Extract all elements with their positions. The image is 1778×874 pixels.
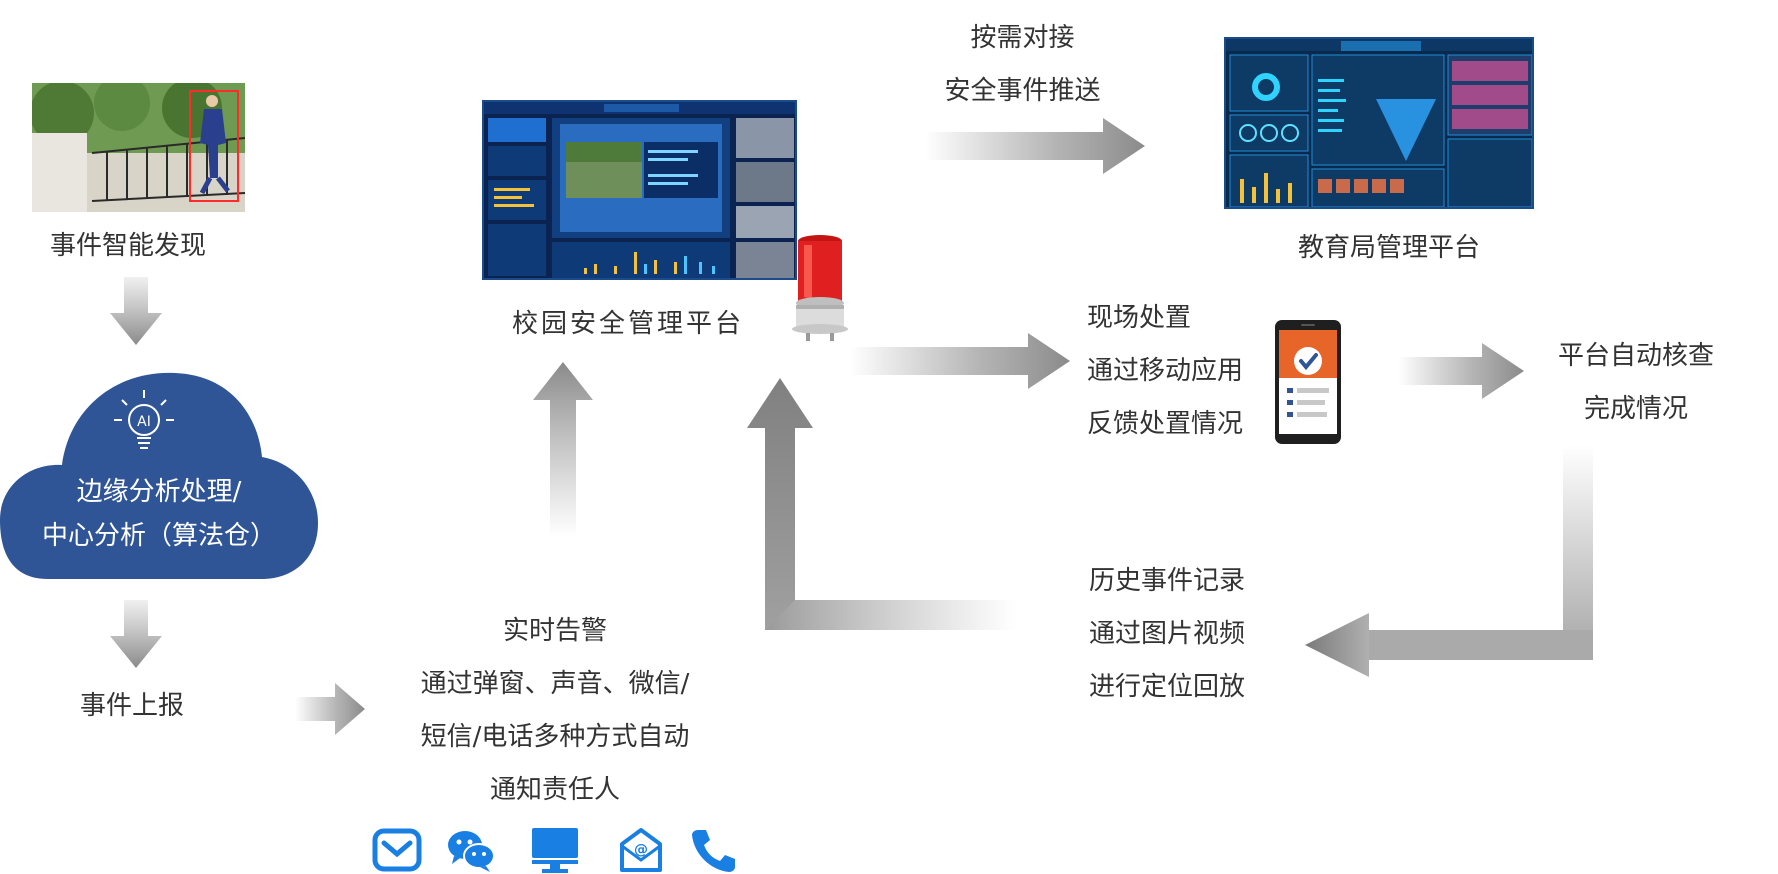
event-discovery-photo	[32, 83, 245, 212]
arrow-push-to-edu	[925, 118, 1145, 174]
arrow-onsite-to-check	[1398, 343, 1524, 399]
event-report-label: 事件上报	[80, 691, 185, 721]
svg-text:@: @	[634, 842, 648, 858]
arrow-alarm-to-platform	[533, 362, 593, 537]
edge-analysis-cloud	[0, 372, 318, 579]
wechat-icon	[448, 831, 495, 872]
svg-text:AI: AI	[137, 414, 151, 430]
arrow-report-to-alarm	[295, 683, 365, 735]
edu-platform-label: 教育局管理平台	[1298, 233, 1481, 263]
edu-platform-screen	[1224, 37, 1534, 209]
arrow-platform-to-onsite	[850, 333, 1070, 389]
phone-icon	[692, 830, 735, 872]
auto-check-text: 平台自动核查 完成情况	[1557, 341, 1714, 424]
history-record-text: 历史事件记录 通过图片视频 进行定位回放	[1089, 566, 1246, 702]
arrow-down-1	[110, 277, 162, 345]
arrow-down-2	[110, 600, 162, 668]
campus-platform-label: 校园安全管理平台	[512, 309, 745, 339]
ai-bulb-icon: AI	[114, 390, 174, 449]
mobile-app-icon	[1275, 320, 1341, 444]
realtime-alarm-text: 实时告警 通过弹窗、声音、微信/ 短信/电话多种方式自动 通知责任人	[420, 616, 690, 805]
siren-icon	[792, 235, 848, 341]
onsite-handling-text: 现场处置 通过移动应用 反馈处置情况	[1087, 303, 1244, 439]
event-discovery-label: 事件智能发现	[50, 231, 207, 261]
edge-analysis-text: 边缘分析处理/ 中心分析（算法仓）	[41, 477, 276, 551]
arrow-history-to-platform	[747, 378, 1015, 630]
envelope-at-icon: @	[620, 828, 662, 872]
on-demand-push-text: 按需对接 安全事件推送	[944, 23, 1101, 106]
campus-platform-screen	[482, 100, 797, 280]
arrow-check-to-history	[1305, 445, 1593, 677]
